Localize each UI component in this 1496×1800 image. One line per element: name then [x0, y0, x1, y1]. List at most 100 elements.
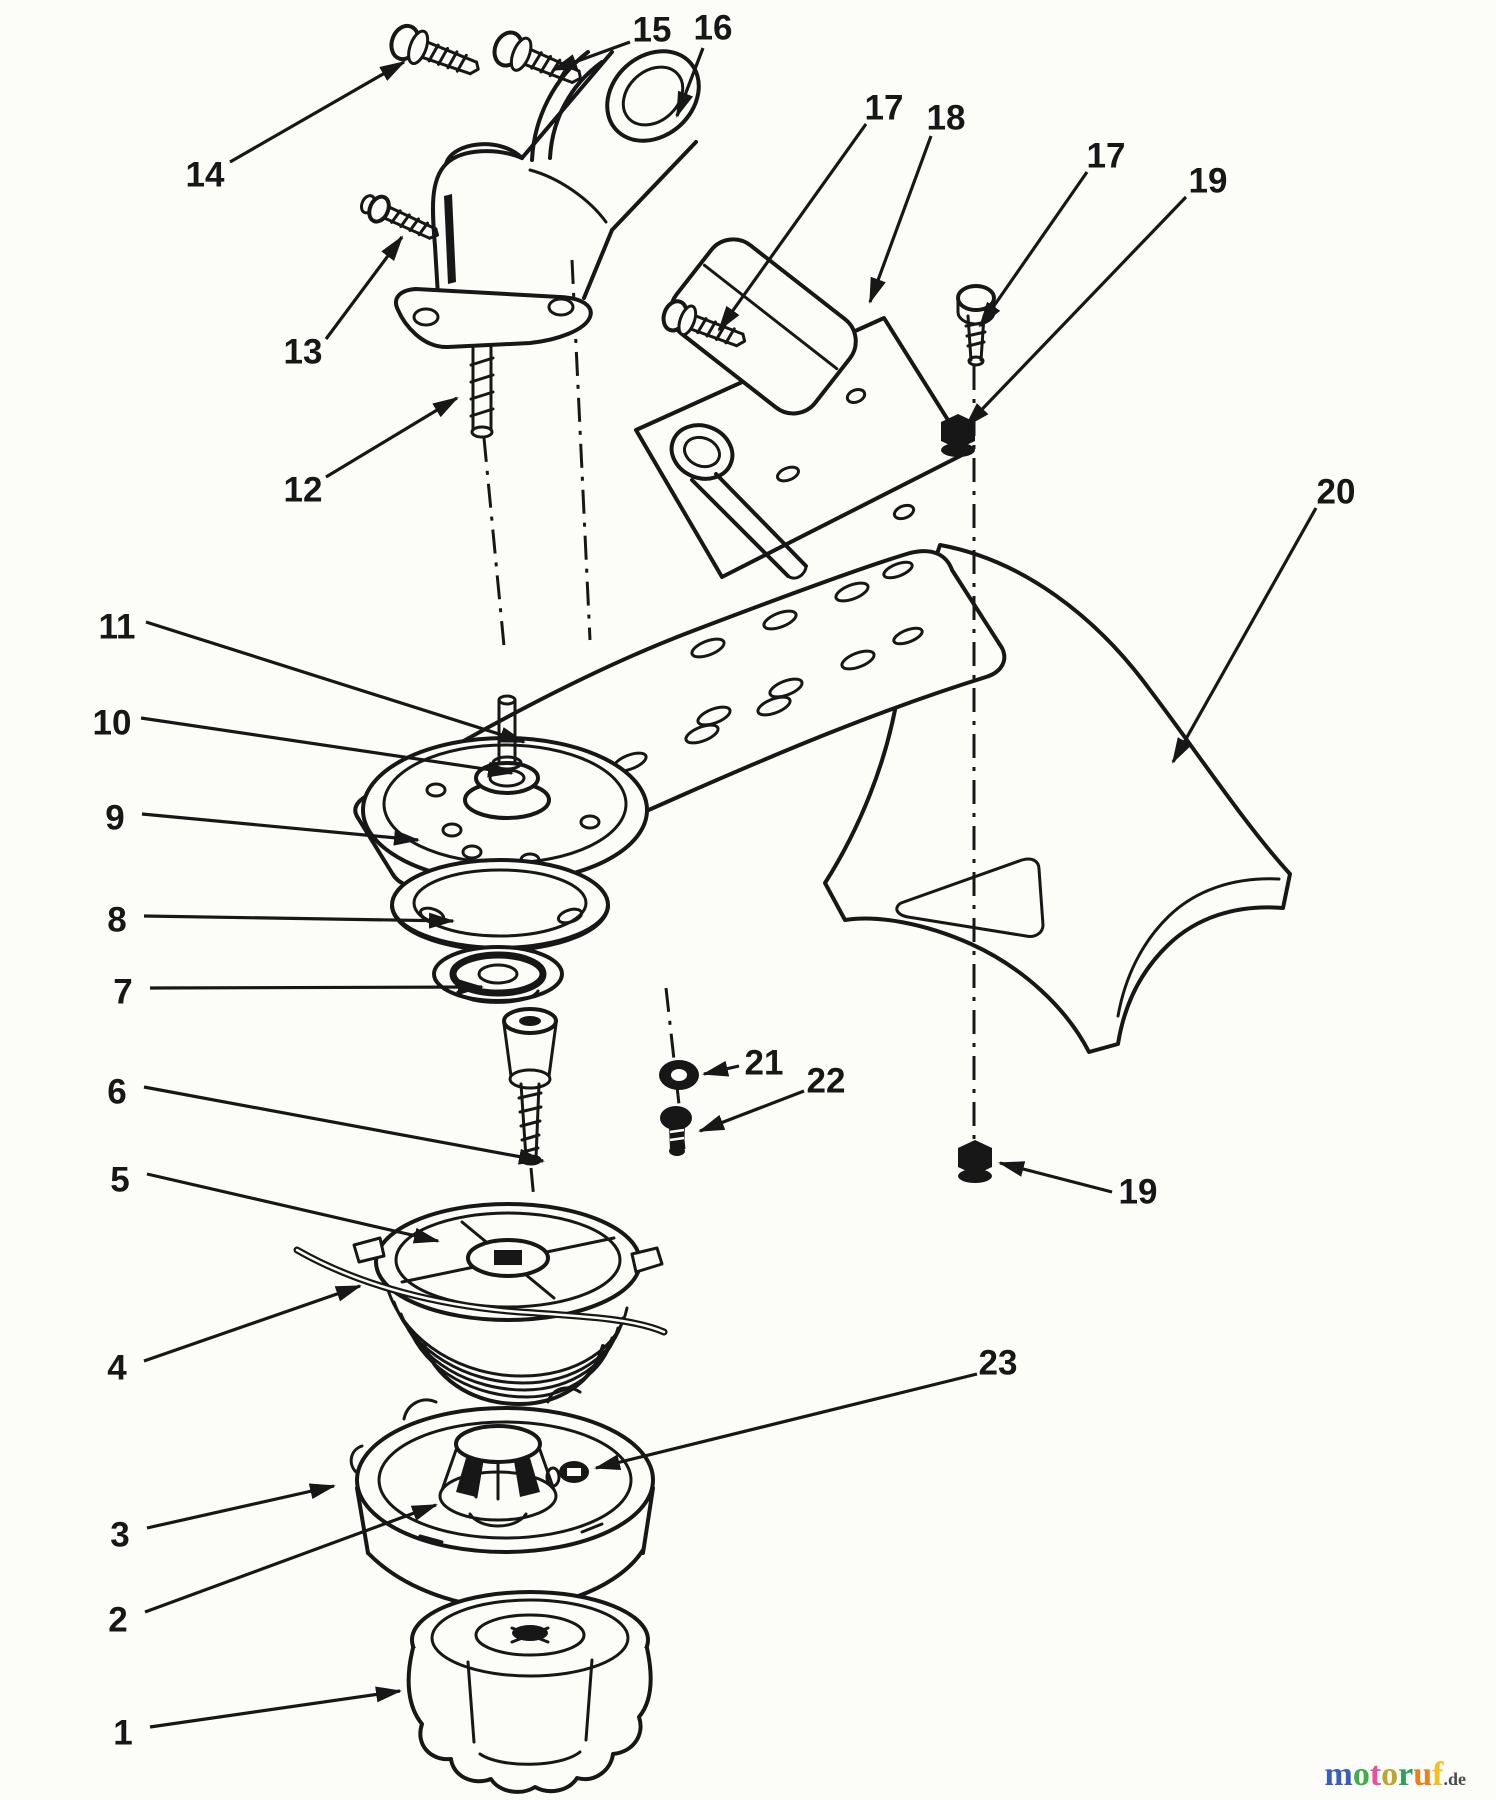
callout-19-24: 19: [998, 1161, 1158, 1212]
callout-label-22: 22: [807, 1062, 846, 1101]
screw-15: [492, 30, 582, 84]
callout-23-23: 23: [594, 1344, 1018, 1471]
callout-5-16: 5: [110, 1161, 440, 1244]
leader-line-8: [143, 912, 455, 929]
callout-label-13: 13: [284, 333, 323, 372]
callout-2-19: 2: [108, 1503, 438, 1640]
callout-label-4: 4: [107, 1349, 127, 1388]
bolt-22: [660, 1106, 692, 1156]
callout-16-4: 16: [675, 9, 732, 118]
callout-label-8: 8: [107, 901, 126, 940]
callout-label-6: 6: [107, 1073, 126, 1112]
nut-19-bottom: [958, 1140, 992, 1183]
logo-letter: t: [1369, 1756, 1382, 1793]
callout-label-20: 20: [1317, 473, 1356, 512]
logo-letter: r: [1398, 1756, 1414, 1793]
logo-letter: m: [1324, 1756, 1353, 1793]
callout-17-7: 17: [978, 137, 1126, 328]
leader-line-21: [702, 1060, 740, 1077]
callout-label-12: 12: [284, 471, 323, 510]
leader-line-1: [149, 1686, 402, 1729]
part-2-cam-cone: [438, 1424, 558, 1528]
callout-12-2: 12: [284, 396, 459, 510]
motoruf-logo[interactable]: motoruf.de: [1325, 1758, 1467, 1792]
callout-19-8: 19: [964, 162, 1228, 428]
callout-20-9: 20: [1171, 473, 1356, 764]
leader-line-11: [145, 620, 526, 744]
leader-line-9: [141, 812, 420, 846]
callout-1-20: 1: [113, 1686, 402, 1753]
part-1-bump-knob: [406, 1590, 653, 1794]
leader-line-14: [229, 60, 406, 164]
callout-14-0: 14: [186, 60, 406, 195]
leader-line-20: [1171, 507, 1318, 764]
logo-letter: f: [1432, 1756, 1444, 1793]
screw-14: [389, 23, 480, 76]
callout-label-15: 15: [633, 11, 672, 50]
callout-label-21: 21: [745, 1044, 784, 1083]
callout-4-17: 4: [107, 1284, 362, 1388]
callout-label-1: 1: [113, 1714, 132, 1753]
leader-line-5: [146, 1172, 440, 1244]
callout-label-9: 9: [105, 799, 124, 838]
callout-7-14: 7: [113, 973, 484, 1012]
part-18-clamp-bracket: [634, 237, 970, 580]
callout-6-15: 6: [107, 1073, 545, 1165]
callout-label-19: 19: [1119, 1173, 1158, 1212]
callout-label-19: 19: [1189, 162, 1228, 201]
callout-17-5: 17: [717, 89, 904, 332]
logo-word: motoruf: [1325, 1756, 1444, 1793]
callout-3-18: 3: [110, 1483, 336, 1555]
leader-line-23: [594, 1372, 978, 1471]
callout-11-10: 11: [99, 608, 526, 744]
screw-17-right: [956, 284, 996, 367]
callout-9-12: 9: [105, 799, 420, 846]
callout-label-18: 18: [927, 99, 966, 138]
callout-label-7: 7: [113, 973, 132, 1012]
leader-line-13: [324, 235, 404, 340]
callout-label-5: 5: [110, 1161, 129, 1200]
callout-label-11: 11: [99, 608, 136, 647]
leader-line-6: [143, 1085, 545, 1165]
leader-line-18: [868, 135, 933, 304]
logo-letter: o: [1352, 1756, 1370, 1793]
leader-line-12: [325, 396, 459, 479]
callout-label-17: 17: [865, 89, 904, 128]
leader-line-15: [551, 40, 631, 72]
part-5-spool-plate: [352, 1202, 664, 1406]
leader-line-10: [140, 716, 514, 778]
callout-label-2: 2: [108, 1601, 127, 1640]
leader-line-16: [675, 47, 705, 118]
callout-label-23: 23: [979, 1344, 1018, 1383]
part-8-flange-plate: [390, 858, 610, 952]
logo-suffix: .de: [1443, 1769, 1467, 1789]
logo-letter: o: [1381, 1756, 1399, 1793]
leader-line-7: [149, 979, 484, 996]
callout-label-14: 14: [186, 156, 225, 195]
washer-21: [659, 1060, 699, 1090]
part-4-trimmer-line: [293, 1246, 668, 1336]
screw-23: [545, 1461, 589, 1488]
logo-letter: u: [1413, 1756, 1433, 1793]
leader-line-4: [143, 1284, 362, 1363]
leader-line-19: [964, 195, 1188, 428]
callout-18-6: 18: [868, 99, 966, 304]
callout-8-13: 8: [107, 901, 455, 940]
part-6-adapter-shaft: [502, 1007, 558, 1166]
callout-10-11: 10: [93, 704, 514, 778]
part-7-bearing: [432, 945, 564, 1004]
leader-line-22: [698, 1089, 805, 1133]
callout-13-1: 13: [284, 235, 404, 372]
leader-line-3: [146, 1483, 336, 1530]
gearbox-threaded-stud: [469, 345, 495, 439]
callout-label-17: 17: [1087, 137, 1126, 176]
callout-label-3: 3: [110, 1516, 129, 1555]
callout-label-10: 10: [93, 704, 132, 743]
deck-plate-slots: [612, 560, 924, 773]
leader-line-19: [998, 1161, 1113, 1194]
leader-line-2: [144, 1503, 438, 1614]
part-12-gearbox-housing: [394, 49, 701, 439]
